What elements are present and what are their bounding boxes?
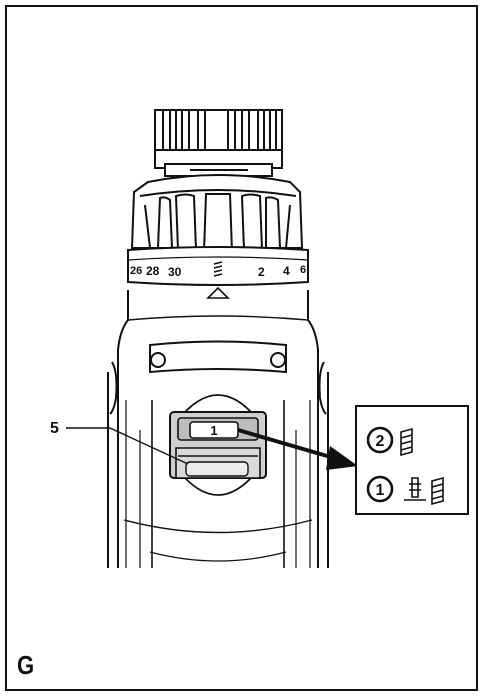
dial-number: 28 <box>146 264 160 278</box>
setting-pointer-icon <box>206 286 230 299</box>
screw-icon <box>404 477 426 501</box>
dial-number: 6 <box>300 264 306 276</box>
dial-number: 30 <box>168 265 182 279</box>
mode-inset-box: 2 1 <box>355 405 469 515</box>
dial-number: 26 <box>130 265 142 277</box>
torque-scale: 26 28 30 2 4 6 <box>130 261 306 299</box>
chuck-jaws <box>154 109 283 177</box>
callout-number: 5 <box>50 420 59 437</box>
drill-bit-icon <box>400 427 413 457</box>
gear-1-number: 1 <box>376 482 385 499</box>
torque-ring <box>127 246 309 286</box>
switch-position-number: 1 <box>210 423 217 438</box>
figure-frame <box>5 5 478 691</box>
drill-bit-icon <box>431 476 444 506</box>
pointer-arrow <box>237 428 358 470</box>
figure-label: G <box>17 650 35 680</box>
gear-2-number: 2 <box>376 433 385 450</box>
drill-housing <box>107 290 329 568</box>
dial-number: 2 <box>258 265 265 279</box>
dial-number: 4 <box>283 264 290 278</box>
drill-bit-icon <box>213 261 223 277</box>
callout-5: 5 <box>50 420 189 465</box>
gear-selector-switch: 1 <box>169 411 267 479</box>
torque-collar <box>130 174 304 253</box>
